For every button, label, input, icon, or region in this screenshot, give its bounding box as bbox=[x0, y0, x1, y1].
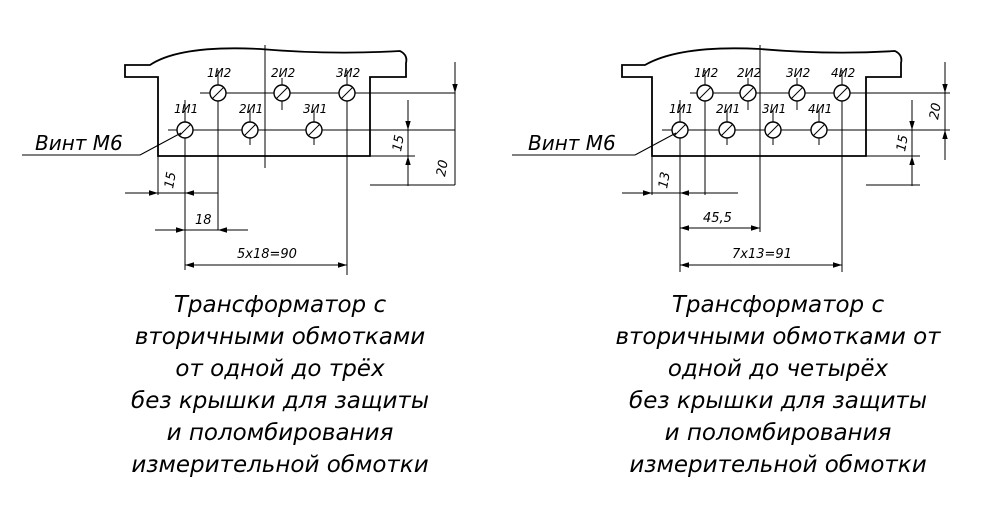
terminal-label: 2И1 bbox=[239, 102, 263, 116]
terminal-symbol bbox=[696, 84, 714, 102]
left-housing-outline bbox=[124, 47, 408, 157]
terminal-label: 2И2 bbox=[737, 66, 761, 80]
dim-total: 5х18=90 bbox=[237, 247, 297, 262]
left-caption: Трансформатор с вторичными обмотками от … bbox=[131, 292, 429, 478]
caption-line: Трансформатор с bbox=[672, 292, 885, 318]
right-centerlines bbox=[651, 45, 950, 272]
dim-right-tall: 20 bbox=[434, 159, 452, 178]
terminal-label: 3И1 bbox=[303, 102, 327, 116]
dim-pitch: 18 bbox=[195, 213, 212, 228]
dim-total: 7х13=91 bbox=[732, 247, 792, 262]
caption-line: вторичными обмотками от bbox=[615, 324, 941, 350]
terminal-label: 3И1 bbox=[762, 102, 786, 116]
terminal-symbol bbox=[718, 121, 736, 139]
right-terminal-labels: 1И2 2И2 3И2 4И2 1И1 2И1 3И1 4И1 bbox=[669, 66, 855, 116]
dim-first-pitch: 15 bbox=[162, 171, 180, 190]
caption-line: без крышки для защиты bbox=[629, 388, 927, 414]
terminal-symbol bbox=[209, 84, 227, 102]
terminal-label: 3И2 bbox=[786, 66, 810, 80]
terminal-symbol bbox=[176, 121, 194, 139]
right-housing-outline bbox=[621, 47, 903, 157]
terminal-label: 1И2 bbox=[207, 66, 231, 80]
terminal-symbol bbox=[788, 84, 806, 102]
terminal-symbol bbox=[338, 84, 356, 102]
caption-line: и поломбирования bbox=[665, 420, 892, 446]
left-terminal-block-drawing: 1И2 2И2 3И2 1И1 2И1 3И1 Винт М6 15 18 5х… bbox=[22, 45, 458, 478]
dim-right-short: 15 bbox=[894, 134, 912, 153]
dim-first-pitch: 13 bbox=[656, 171, 674, 190]
right-screw-callout: Винт М6 bbox=[512, 131, 677, 156]
left-terminals bbox=[176, 84, 356, 139]
terminal-label: 1И2 bbox=[694, 66, 718, 80]
terminal-label: 1И1 bbox=[669, 102, 693, 116]
screw-label: Винт М6 bbox=[528, 131, 616, 155]
caption-line: и поломбирования bbox=[167, 420, 394, 446]
terminal-label: 2И2 bbox=[271, 66, 295, 80]
right-caption: Трансформатор с вторичными обмотками от … bbox=[615, 292, 941, 478]
terminal-label: 4И1 bbox=[808, 102, 832, 116]
caption-line: без крышки для защиты bbox=[131, 388, 429, 414]
terminal-symbol bbox=[739, 84, 757, 102]
terminal-symbol bbox=[810, 121, 828, 139]
terminal-label: 3И2 bbox=[336, 66, 360, 80]
right-terminal-block-drawing: 1И2 2И2 3И2 4И2 1И1 2И1 3И1 4И1 Винт М6 … bbox=[512, 45, 950, 478]
dim-right-tall: 20 bbox=[927, 102, 945, 121]
terminal-label: 4И2 bbox=[831, 66, 855, 80]
terminal-symbol bbox=[273, 84, 291, 102]
terminal-symbol bbox=[671, 121, 689, 139]
left-dimensions: 15 18 5х18=90 15 20 bbox=[125, 62, 458, 268]
terminal-symbol bbox=[305, 121, 323, 139]
left-centerlines bbox=[157, 45, 455, 275]
caption-line: одной до четырёх bbox=[668, 356, 889, 382]
caption-line: Трансформатор с bbox=[174, 292, 387, 318]
terminal-label: 1И1 bbox=[174, 102, 198, 116]
dim-pitch: 45,5 bbox=[703, 211, 732, 226]
caption-line: от одной до трёх bbox=[175, 356, 385, 382]
screw-label: Винт М6 bbox=[35, 131, 123, 155]
terminal-symbol bbox=[241, 121, 259, 139]
caption-line: измерительной обмотки bbox=[131, 452, 428, 478]
terminal-label: 2И1 bbox=[716, 102, 740, 116]
dim-right-short: 15 bbox=[390, 134, 408, 153]
terminal-symbol bbox=[764, 121, 782, 139]
caption-line: измерительной обмотки bbox=[629, 452, 926, 478]
caption-line: вторичными обмотками bbox=[135, 324, 425, 350]
right-dimensions: 13 45,5 7х13=91 15 20 bbox=[622, 62, 948, 268]
left-screw-callout: Винт М6 bbox=[22, 131, 182, 156]
terminal-symbol bbox=[833, 84, 851, 102]
left-terminal-labels: 1И2 2И2 3И2 1И1 2И1 3И1 bbox=[174, 66, 360, 116]
right-terminals bbox=[671, 84, 851, 139]
